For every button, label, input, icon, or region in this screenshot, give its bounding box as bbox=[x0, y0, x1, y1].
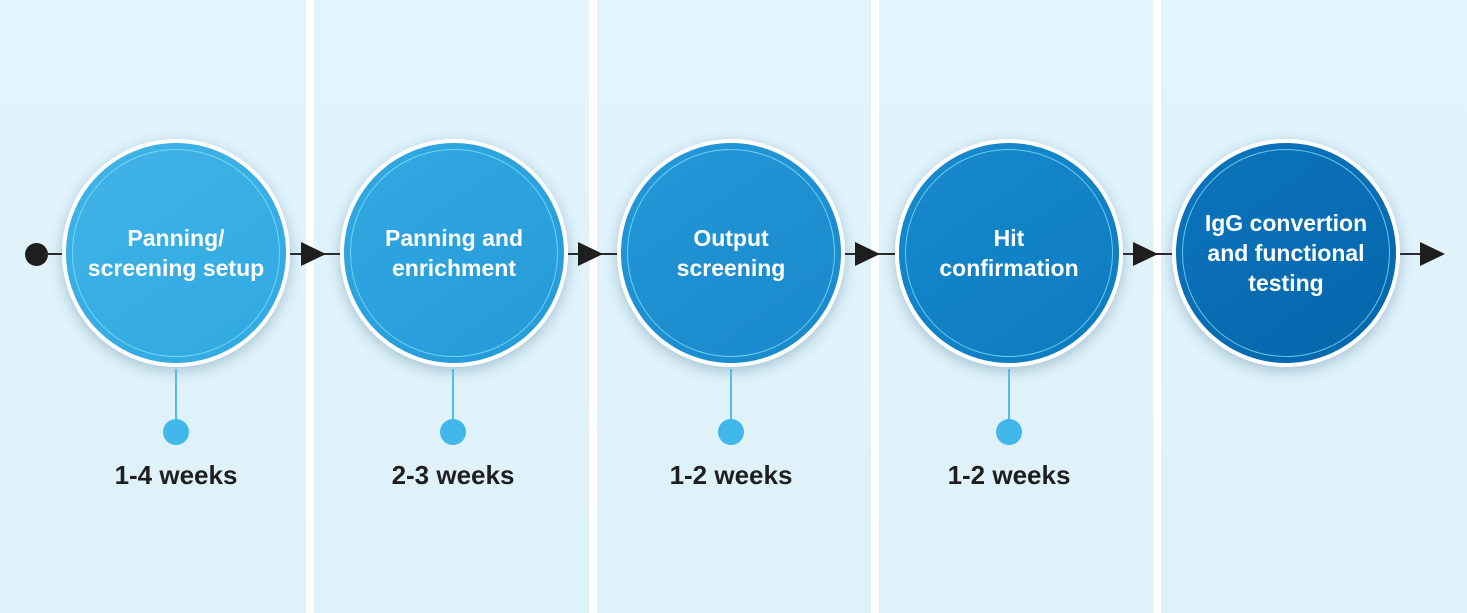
duration-label: 1-4 weeks bbox=[114, 460, 238, 490]
arrow-right-icon bbox=[578, 242, 603, 266]
duration-label: 1-2 weeks bbox=[947, 460, 1071, 490]
stage-label: Hit confirmation bbox=[939, 225, 1079, 281]
duration-dot bbox=[163, 419, 189, 445]
connector-line bbox=[1400, 253, 1426, 255]
duration-drop-line bbox=[1008, 369, 1010, 421]
stage-label: Output screening bbox=[676, 225, 786, 281]
stage-circle-output-screening: Output screening bbox=[617, 139, 845, 367]
arrow-right-icon bbox=[301, 242, 326, 266]
duration-drop-line bbox=[175, 369, 177, 421]
arrow-right-icon bbox=[855, 242, 880, 266]
stage-label: IgG convertion and functional testing bbox=[1204, 210, 1368, 296]
arrow-right-icon bbox=[1420, 242, 1445, 266]
stage-label: Panning and enrichment bbox=[385, 225, 523, 281]
duration-dot bbox=[718, 419, 744, 445]
duration-drop-line bbox=[730, 369, 732, 421]
duration-dot bbox=[996, 419, 1022, 445]
stage-circle-hit-confirmation: Hit confirmation bbox=[895, 139, 1123, 367]
timeline-start-dot bbox=[25, 243, 48, 266]
duration-label: 1-2 weeks bbox=[669, 460, 793, 490]
duration-dot bbox=[440, 419, 466, 445]
arrow-right-icon bbox=[1133, 242, 1158, 266]
stage-circle-panning-and-enrichment: Panning and enrichment bbox=[340, 139, 568, 367]
stage-label: Panning/ screening setup bbox=[87, 225, 265, 281]
stage-circle-igg-convertion-functional-testing: IgG convertion and functional testing bbox=[1172, 139, 1400, 367]
timeline-start-line bbox=[44, 253, 64, 255]
stage-circle-panning-screening-setup: Panning/ screening setup bbox=[62, 139, 290, 367]
duration-label: 2-3 weeks bbox=[391, 460, 515, 490]
duration-drop-line bbox=[452, 369, 454, 421]
